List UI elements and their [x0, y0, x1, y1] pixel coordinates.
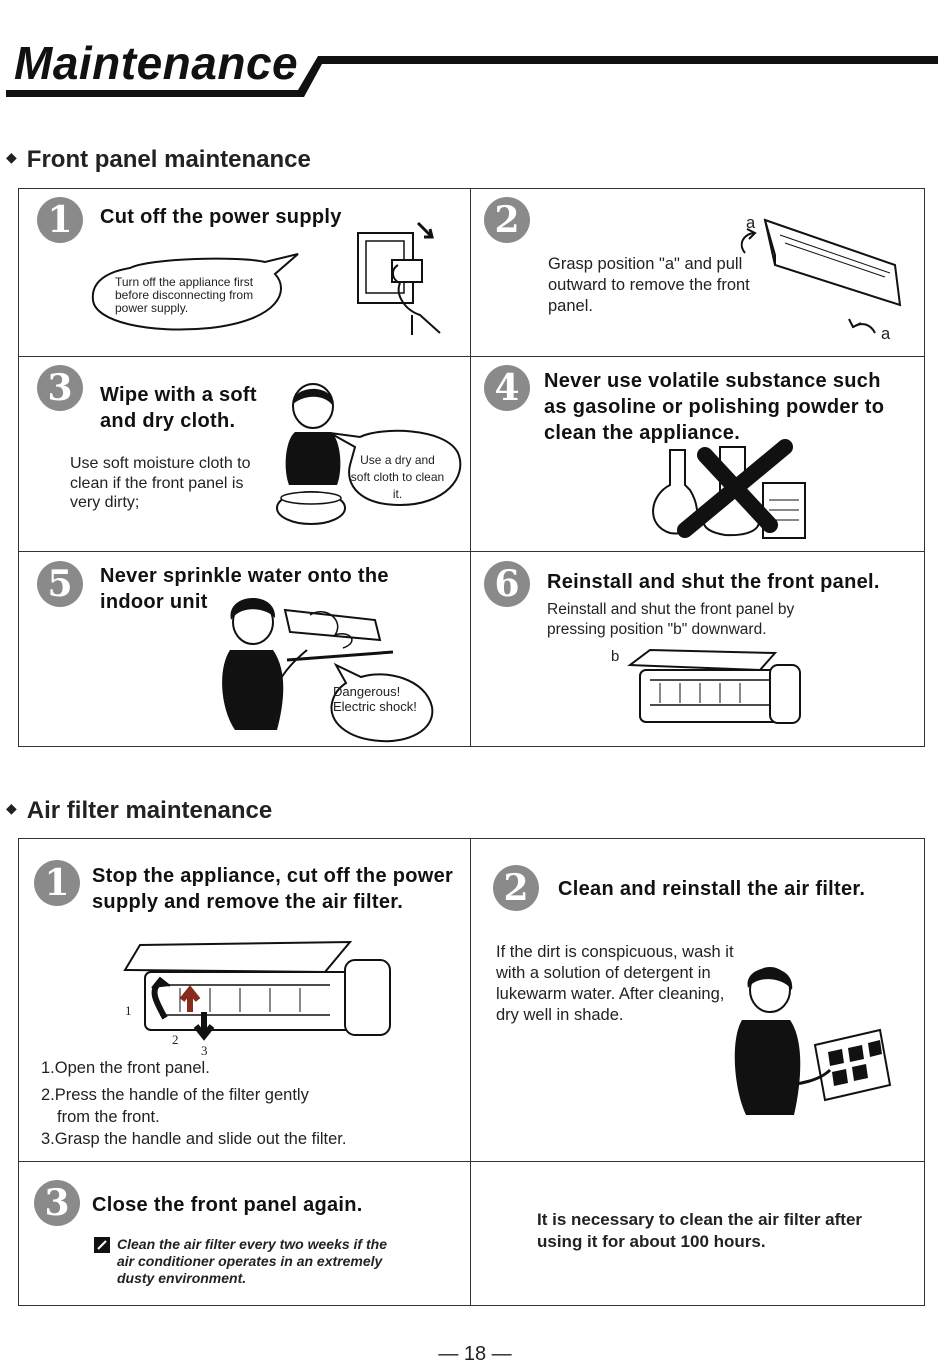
speech-bubble [330, 662, 434, 743]
section-heading-air-filter: ◆ Air filter maintenance [6, 797, 272, 825]
step-number-badge: 2 [484, 197, 530, 243]
diamond-bullet-icon: ◆ [6, 800, 17, 817]
bubble-text: Turn off the appliance first before disc… [115, 275, 254, 315]
step-number-badge: 1 [34, 860, 80, 906]
page-number: — 18 — [438, 1343, 512, 1365]
step-text: Grasp position "a" and pull outward to r… [548, 255, 750, 315]
figure-label: 2 [172, 1032, 179, 1047]
woman-wiping-illustration [276, 383, 346, 525]
step-number-badge: 2 [493, 865, 539, 911]
water-spray-illustration [222, 597, 394, 730]
indoor-unit-open-illustration [627, 648, 801, 724]
list-item: from the front. [57, 1108, 160, 1126]
position-label: a [746, 214, 756, 232]
position-label: a [881, 325, 891, 343]
step-title: Cut off the power supply [100, 206, 342, 228]
grid-divider [470, 838, 471, 1305]
power-plug-illustration [357, 221, 441, 335]
chemicals-prohibited-illustration [652, 439, 806, 539]
position-label: b [611, 648, 620, 665]
step-number-badge: 3 [37, 365, 83, 411]
step-number-badge: 1 [37, 197, 83, 243]
diamond-bullet-icon: ◆ [6, 149, 17, 166]
reminder-text: It is necessary to clean the air filter … [537, 1210, 863, 1251]
step-number-badge: 3 [34, 1180, 80, 1226]
step-title: Never sprinkle water onto the indoor uni… [100, 565, 389, 613]
bubble-text: Use a dry and soft cloth to clean it. [350, 453, 445, 501]
title-underline [6, 56, 938, 97]
list-item: 2.Press the handle of the filter gently [41, 1086, 309, 1104]
list-item: 1.Open the front panel. [41, 1059, 210, 1077]
note-text: Clean the air filter every two weeks if … [117, 1236, 387, 1286]
list-item: 3.Grasp the handle and slide out the fil… [41, 1130, 347, 1148]
filter-removal-illustration [123, 940, 391, 1041]
grid-divider [18, 551, 924, 552]
indoor-unit-illustration [740, 218, 902, 334]
step-text: If the dirt is conspicuous, wash it with… [496, 943, 734, 1024]
step-title: Reinstall and shut the front panel. [547, 571, 880, 593]
figure-label: 3 [201, 1043, 208, 1058]
section-heading-front-panel: ◆ Front panel maintenance [6, 146, 311, 174]
page-title: Maintenance [14, 37, 299, 89]
step-title: Never use volatile substance such as gas… [544, 370, 885, 444]
step-text: Reinstall and shut the front panel by pr… [547, 601, 795, 638]
step-title: Close the front panel again. [92, 1194, 363, 1216]
note-checkbox-icon [94, 1237, 110, 1253]
grid-divider [18, 356, 924, 357]
grid-divider [18, 1161, 924, 1162]
grid-divider [470, 188, 471, 746]
woman-cleaning-filter-illustration [734, 967, 892, 1115]
step-title: Clean and reinstall the air filter. [558, 878, 866, 900]
speech-bubble [91, 253, 299, 331]
step-text: Use soft moisture cloth to clean if the … [70, 455, 251, 511]
step-title: Stop the appliance, cut off the power su… [92, 865, 454, 913]
step-number-badge: 6 [484, 561, 530, 607]
step-number-badge: 4 [484, 365, 530, 411]
step-title: Wipe with a soft and dry cloth. [100, 384, 257, 432]
speech-bubble [329, 429, 462, 507]
section-heading-label: Air filter maintenance [26, 797, 273, 824]
figure-label: 1 [125, 1003, 132, 1018]
bubble-text: Dangerous! Electric shock! [333, 684, 417, 714]
section-heading-label: Front panel maintenance [26, 146, 311, 173]
step-number-badge: 5 [37, 561, 83, 607]
